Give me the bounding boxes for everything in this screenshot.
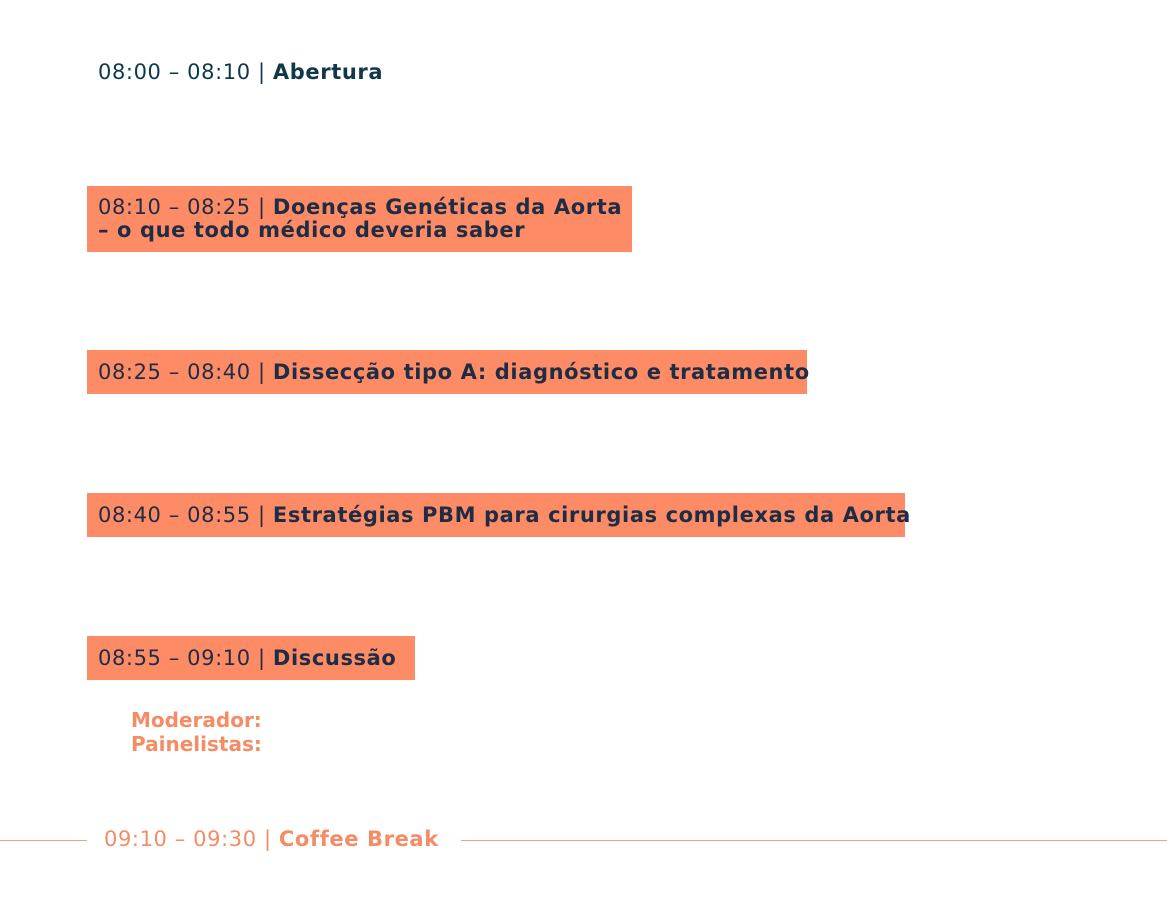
- schedule-title: Doenças Genéticas da Aorta: [272, 195, 623, 219]
- schedule-time: 08:40 – 08:55 |: [98, 503, 273, 527]
- schedule-item-doencas-geneticas: 08:10 – 08:25 | Doenças Genéticas da Aor…: [87, 186, 632, 252]
- schedule-title: Estratégias PBM para cirurgias complexas…: [272, 503, 911, 527]
- schedule-item-abertura: 08:00 – 08:10 | Abertura: [87, 56, 394, 88]
- schedule-title: Abertura: [272, 60, 384, 84]
- divider-right: [461, 840, 1167, 841]
- schedule-time: 08:25 – 08:40 |: [98, 360, 273, 384]
- schedule-title: Discussão: [272, 646, 397, 670]
- schedule-item-discussao: 08:55 – 09:10 | Discussão: [87, 636, 415, 680]
- break-title: Coffee Break: [278, 827, 439, 851]
- schedule-title: Dissecção tipo A: diagnóstico e tratamen…: [272, 360, 810, 384]
- coffee-break-item: 09:10 – 09:30 | Coffee Break: [104, 823, 439, 855]
- discussion-roles: Moderador: Painelistas:: [131, 708, 262, 756]
- break-time: 09:10 – 09:30 |: [104, 827, 279, 851]
- schedule-item-disseccao: 08:25 – 08:40 | Dissecção tipo A: diagnó…: [87, 350, 810, 394]
- schedule-time: 08:00 – 08:10 |: [98, 60, 273, 84]
- schedule-item-estrategias-pbm: 08:40 – 08:55 | Estratégias PBM para cir…: [87, 493, 910, 537]
- panelists-label: Painelistas:: [131, 732, 262, 756]
- divider-left: [0, 840, 87, 841]
- moderator-label: Moderador:: [131, 708, 262, 732]
- schedule-time: 08:10 – 08:25 |: [98, 195, 273, 219]
- schedule-title-continuation: – o que todo médico deveria saber: [98, 218, 526, 242]
- schedule-time: 08:55 – 09:10 |: [98, 646, 273, 670]
